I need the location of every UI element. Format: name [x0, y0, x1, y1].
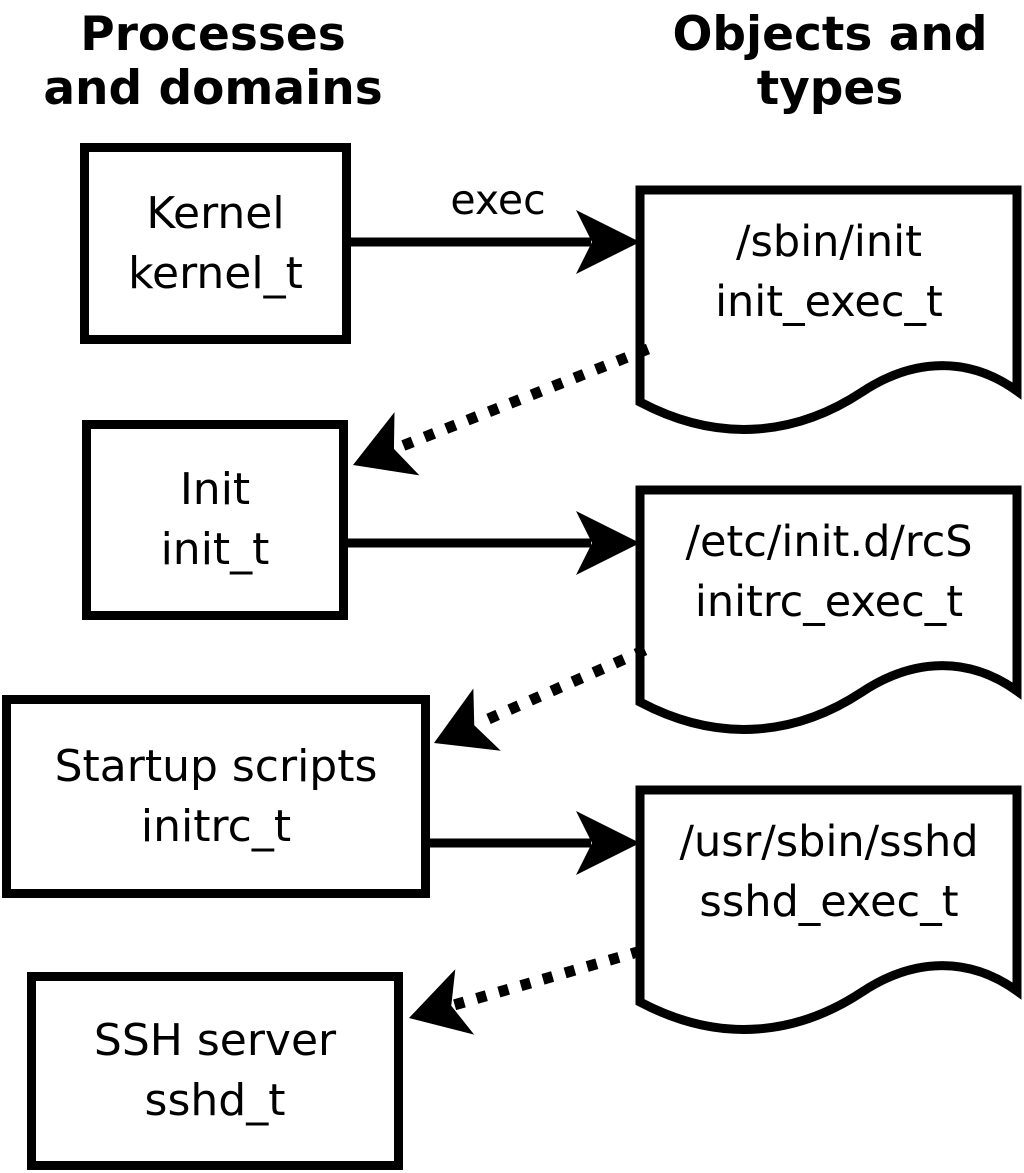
column-header-objects: Objects and types: [640, 8, 1020, 116]
column-header-processes: Processes and domains: [18, 8, 408, 116]
document-shape-sbin-init: [635, 185, 1022, 434]
column-header-processes-line1: Processes: [80, 7, 346, 62]
transition-arrow-sbin-init-to-init: [353, 343, 651, 476]
process-domain: sshd_t: [144, 1075, 286, 1126]
process-box-ssh-server: SSH server sshd_t: [27, 972, 403, 1170]
process-name: Kernel: [146, 187, 285, 239]
process-domain: initrc_t: [140, 800, 292, 852]
column-header-objects-line1: Objects and: [672, 7, 988, 62]
column-header-processes-line2: and domains: [43, 61, 383, 116]
exec-arrow-kernel-to-sbin-init: [348, 210, 640, 274]
process-box-startup-scripts: Startup scripts initrc_t: [2, 695, 430, 898]
process-domain: kernel_t: [128, 247, 303, 299]
process-name: Startup scripts: [54, 740, 378, 792]
exec-arrow-initrc-to-sshd: [428, 811, 640, 875]
process-domain: init_t: [160, 524, 270, 575]
exec-arrow-init-to-rcs: [346, 511, 640, 575]
process-box-kernel: Kernel kernel_t: [80, 143, 351, 344]
column-header-objects-line2: types: [756, 61, 904, 116]
transition-arrow-sshd-exec-to-sshd: [409, 945, 643, 1035]
document-shape-etc-initd-rcs: [635, 485, 1022, 734]
transition-arrow-rcs-to-initrc: [434, 644, 648, 751]
exec-arrow-label: exec: [450, 176, 546, 224]
document-shape-usr-sbin-sshd: [635, 785, 1022, 1034]
process-name: SSH server: [93, 1015, 337, 1066]
process-name: Init: [179, 464, 251, 515]
process-box-init: Init init_t: [82, 420, 348, 620]
